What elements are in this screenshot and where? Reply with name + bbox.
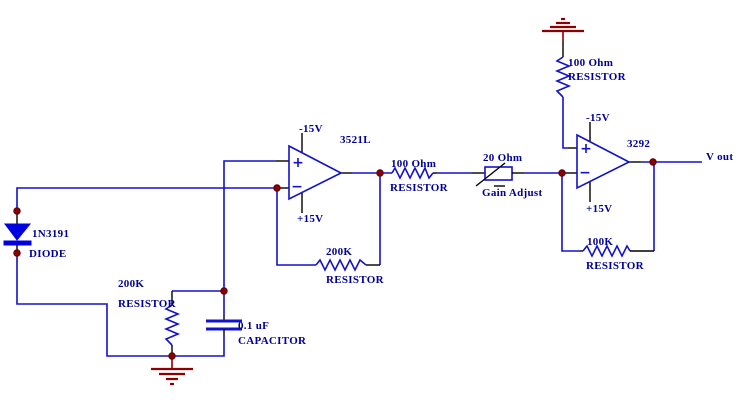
opamp2-plus-sign: + <box>580 141 592 157</box>
ground-symbol-bottom <box>151 356 193 386</box>
feedback-resistor1-200k: 200K RESISTOR <box>315 246 385 286</box>
series-resistor-zigzag <box>391 166 434 180</box>
wire-noninverting-rc-branch <box>223 160 276 291</box>
feedback-resistor2-100k: 100K RESISTOR <box>580 236 654 272</box>
feedback-resistor2-value-label: 100K <box>587 236 613 248</box>
rc-resistor-200k: 200K RESISTOR <box>118 278 181 356</box>
opamp2-triangle <box>576 133 631 190</box>
wire-feedback1-left <box>276 188 316 266</box>
opamp2-part-label: 3292 <box>627 138 650 150</box>
capacitor-label: CAPACITOR <box>238 335 307 347</box>
diode-type-label: DIODE <box>29 248 67 260</box>
junction-opamp1-inverting <box>273 184 281 192</box>
series-resistor-100ohm: 100 Ohm RESISTOR <box>390 158 449 194</box>
wires <box>16 97 702 357</box>
diode-triangle <box>4 223 32 241</box>
pot-label: Gain Adjust <box>482 187 542 199</box>
wire-diode-to-ground-run <box>16 253 225 357</box>
ground-symbol-top <box>542 17 584 42</box>
feedback-resistor1-value-label: 200K <box>326 246 352 258</box>
vout-label: V out <box>706 151 733 163</box>
wire-pullup-to-noninverting <box>562 97 568 149</box>
rc-resistor-zigzag <box>163 304 181 346</box>
rc-resistor-label: RESISTOR <box>118 298 177 310</box>
series-resistor-value-label: 100 Ohm <box>391 158 436 170</box>
ground-resistor-value-label: 100 Ohm <box>568 57 613 69</box>
opamp1-vneg-label: -15V <box>299 123 323 135</box>
capacitor-value-label: 0.1 uF <box>238 320 269 332</box>
pot-value-label: 20 Ohm <box>483 152 522 164</box>
junction-ground-bottom <box>168 352 176 360</box>
feedback-resistor2-zigzag <box>582 244 631 258</box>
opamp2-vpos-label: +15V <box>586 203 612 215</box>
opamp1-3521l: + − -15V +15V 3521L <box>276 123 371 225</box>
junction-diode-bottom <box>13 249 21 257</box>
opamp2-minus-sign: − <box>579 165 591 181</box>
opamp1-vpos-label: +15V <box>297 213 323 225</box>
ground-resistor-zigzag <box>554 56 572 98</box>
ground-resistor-label: RESISTOR <box>568 71 627 83</box>
junction-dots <box>13 158 657 360</box>
gain-adjust-pot-20ohm: 20 Ohm Gain Adjust <box>472 152 542 199</box>
opamp2-vneg-label: -15V <box>586 112 610 124</box>
ground-resistor-100ohm: 100 Ohm RESISTOR <box>554 42 627 98</box>
opamp1-minus-sign: − <box>291 179 303 195</box>
pot-wiper-diagonal <box>475 162 506 187</box>
wire-feedback2-left <box>561 173 580 252</box>
junction-diode-top <box>13 207 21 215</box>
junction-opamp2-inverting <box>558 169 566 177</box>
feedback-resistor1-label: RESISTOR <box>326 274 385 286</box>
rc-resistor-value-label: 200K <box>118 278 144 290</box>
opamp1-plus-sign: + <box>292 155 304 171</box>
diode-part-label: 1N3191 <box>32 228 69 240</box>
junction-opamp2-output <box>649 158 657 166</box>
capacitor-0p1uf: 0.1 uF CAPACITOR <box>206 315 307 347</box>
junction-rc-top <box>220 287 228 295</box>
diode-1n3191: 1N3191 DIODE <box>3 211 69 260</box>
diode-cathode-bar <box>3 240 32 246</box>
opamp2-3292: + − -15V +15V 3292 <box>562 112 650 215</box>
junction-opamp1-output <box>376 169 384 177</box>
opamp1-part-label: 3521L <box>340 134 371 146</box>
feedback-resistor2-label: RESISTOR <box>586 260 645 272</box>
feedback-resistor1-zigzag <box>315 258 367 272</box>
opamp1-triangle <box>288 144 343 201</box>
series-resistor-label: RESISTOR <box>390 182 449 194</box>
wire-diode-to-inverting-input <box>16 187 277 211</box>
